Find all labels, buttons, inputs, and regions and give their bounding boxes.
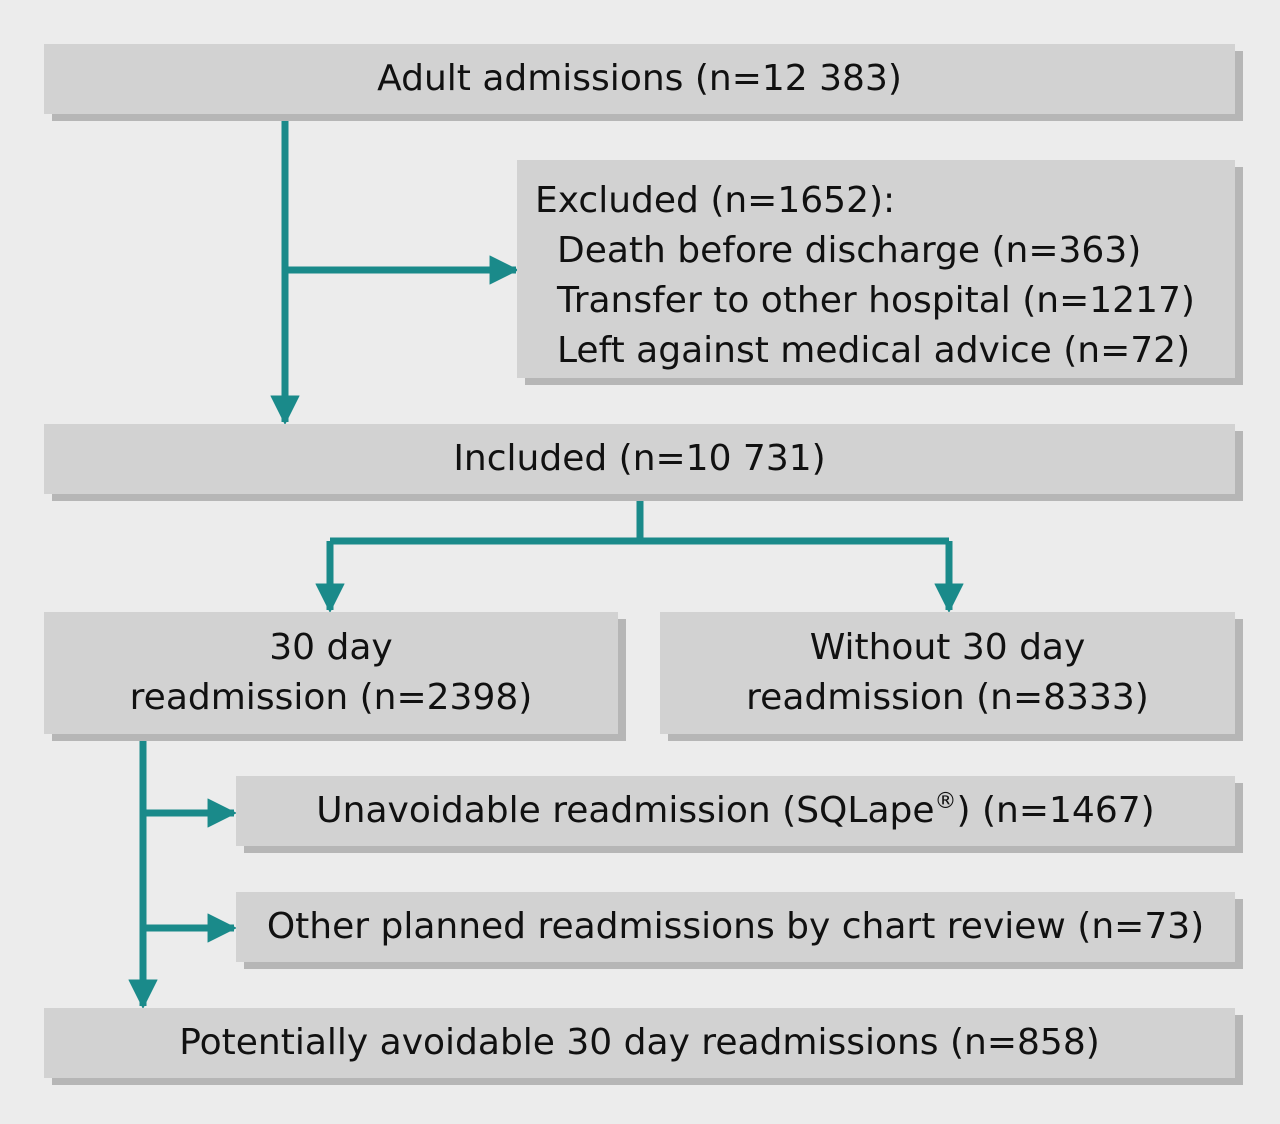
unavoidable-readmission-label: Unavoidable readmission (SQLape®) (n=146… [316, 786, 1154, 836]
excluded-item: Transfer to other hospital (n=1217) [557, 280, 1195, 321]
without-readmission-box: Without 30 day readmission (n=8333) [660, 612, 1235, 734]
unavoidable-text-pre: Unavoidable readmission (SQLape [316, 790, 935, 831]
potentially-avoidable-label: Potentially avoidable 30 day readmission… [179, 1022, 1100, 1063]
other-planned-readmissions-box: Other planned readmissions by chart revi… [236, 892, 1235, 962]
registered-mark: ® [934, 789, 957, 814]
included-label: Included (n=10 731) [453, 438, 826, 479]
readmission-label-line2: readmission (n=2398) [129, 677, 533, 718]
excluded-item: Left against medical advice (n=72) [557, 330, 1191, 371]
without-readmission-label-line1: Without 30 day [809, 627, 1086, 668]
excluded-title: Excluded (n=1652): [535, 180, 896, 221]
readmission-box: 30 day readmission (n=2398) [44, 612, 618, 734]
potentially-avoidable-box: Potentially avoidable 30 day readmission… [44, 1008, 1235, 1078]
readmission-label-line1: 30 day [269, 627, 393, 668]
other-planned-readmissions-label: Other planned readmissions by chart revi… [266, 906, 1205, 947]
excluded-box: Excluded (n=1652): Death before discharg… [517, 160, 1235, 378]
unavoidable-readmission-box: Unavoidable readmission (SQLape®) (n=146… [236, 776, 1235, 846]
unavoidable-text-post: ) (n=1467) [956, 790, 1155, 831]
adult-admissions-label: Adult admissions (n=12 383) [377, 58, 902, 99]
without-readmission-label-line2: readmission (n=8333) [746, 677, 1149, 718]
adult-admissions-box: Adult admissions (n=12 383) [44, 44, 1235, 114]
excluded-item: Death before discharge (n=363) [557, 230, 1142, 271]
included-box: Included (n=10 731) [44, 424, 1235, 494]
